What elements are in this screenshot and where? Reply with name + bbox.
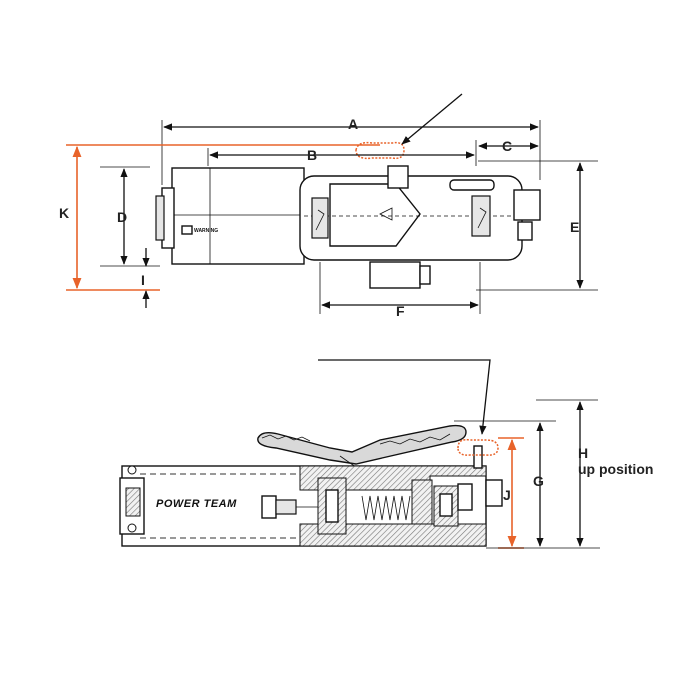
dimension-b-label: B <box>307 147 317 163</box>
pump-body-top: WARNING <box>155 165 541 289</box>
up-position-label: up position <box>578 461 653 477</box>
foot-pedal <box>257 424 467 465</box>
side-view: POWER TEAM J G H <box>119 359 653 549</box>
dimension-a-label: A <box>348 116 358 132</box>
dimension-i-label: I <box>141 272 145 288</box>
dimension-c-label: C <box>502 138 512 154</box>
top-view: WARNING A B C E D K <box>59 93 598 319</box>
handle-callout-arrow-top <box>401 93 463 145</box>
dimension-h-label: H <box>578 445 588 461</box>
dimension-g-label: G <box>533 473 544 489</box>
warning-label: WARNING <box>194 228 218 234</box>
dimension-k-label: K <box>59 205 69 221</box>
dimension-e-label: E <box>570 219 579 235</box>
spring <box>361 495 411 521</box>
dimension-j-label: J <box>503 487 511 503</box>
dimension-f-label: F <box>396 303 405 319</box>
brand-label: POWER TEAM <box>156 498 237 510</box>
release-knob-outline <box>457 438 499 456</box>
knob-callout-arrow-side <box>318 359 491 435</box>
dimension-d-label: D <box>117 209 127 225</box>
